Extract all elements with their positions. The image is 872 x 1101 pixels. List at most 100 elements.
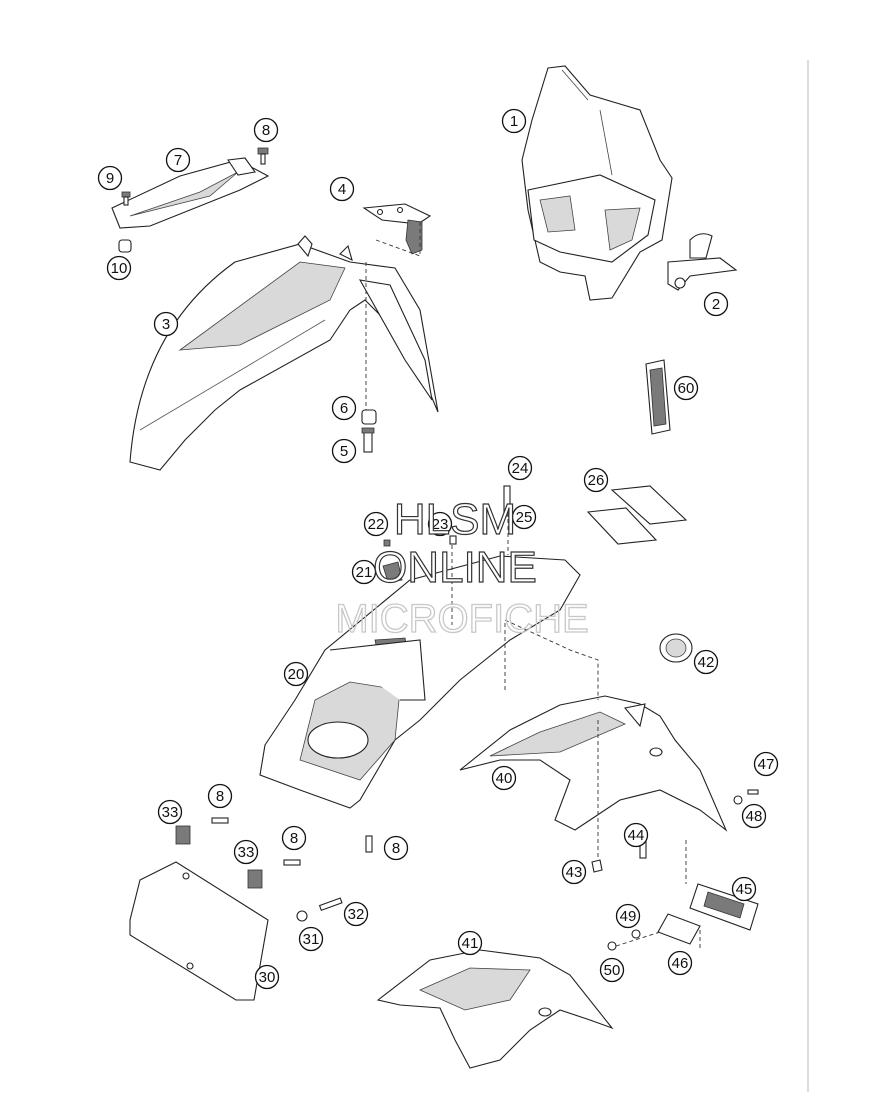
callout-circle <box>331 438 357 464</box>
part-clips-screws <box>175 817 373 922</box>
callout-circle <box>731 876 757 902</box>
callout-31: 31 <box>298 926 324 952</box>
callout-43: 43 <box>561 859 587 885</box>
watermark-line2: ONLINE <box>373 543 537 592</box>
part-screws-top <box>118 147 269 253</box>
watermark: HLSM ONLINE MICROFICHE <box>335 494 590 641</box>
part-lower-fender <box>376 949 614 1069</box>
callout-number: 47 <box>758 756 775 773</box>
callout-number: 45 <box>736 881 753 898</box>
callout-number: 8 <box>392 840 400 857</box>
watermark-line3: MICROFICHE <box>335 597 588 641</box>
callout-circle <box>254 964 280 990</box>
part-filter-strip <box>645 359 671 435</box>
callout-circle <box>583 467 609 493</box>
callout-circle <box>615 903 641 929</box>
callout-number: 25 <box>516 509 533 526</box>
callout-circle <box>331 395 357 421</box>
callout-33: 33 <box>157 799 183 825</box>
callout-number: 8 <box>290 830 298 847</box>
callout-32: 32 <box>343 901 369 927</box>
callout-number: 23 <box>432 516 449 533</box>
callout-circle <box>383 835 409 861</box>
callout-number: 21 <box>356 564 373 581</box>
callout-circle <box>599 957 625 983</box>
callout-circle <box>457 930 483 956</box>
callout-30: 30 <box>254 964 280 990</box>
callout-9: 9 <box>97 165 123 191</box>
callout-48: 48 <box>741 803 767 829</box>
callout-circle <box>693 649 719 675</box>
callout-number: 31 <box>303 931 320 948</box>
callout-circle <box>363 511 389 537</box>
callout-44: 44 <box>623 822 649 848</box>
callout-circle <box>427 511 453 537</box>
callout-4: 4 <box>329 176 355 202</box>
callout-number: 8 <box>262 122 270 139</box>
callout-3: 3 <box>153 311 179 337</box>
callout-60: 60 <box>673 375 699 401</box>
callout-number: 26 <box>588 472 605 489</box>
callout-number: 32 <box>348 906 365 923</box>
callout-number: 7 <box>174 152 182 169</box>
callout-circle <box>165 147 191 173</box>
callout-circle <box>511 504 537 530</box>
part-grommet <box>659 633 693 663</box>
callout-circle <box>157 799 183 825</box>
callout-number: 44 <box>628 827 645 844</box>
callout-22: 22 <box>363 511 389 537</box>
callout-1: 1 <box>501 108 527 134</box>
callout-circle <box>253 117 279 143</box>
callout-20: 20 <box>283 661 309 687</box>
callout-number: 40 <box>496 770 513 787</box>
part-foam-pads <box>586 485 688 545</box>
callout-circle <box>491 765 517 791</box>
callout-number: 1 <box>510 113 518 130</box>
part-front-fender <box>129 235 439 471</box>
callout-number: 42 <box>698 654 715 671</box>
callout-number: 2 <box>712 296 720 313</box>
callout-number: 49 <box>620 908 637 925</box>
callout-50: 50 <box>599 957 625 983</box>
callout-circle <box>741 803 767 829</box>
callout-number: 46 <box>672 955 689 972</box>
callout-33: 33 <box>233 839 259 865</box>
part-plate <box>129 861 269 1001</box>
part-headlight-mask <box>521 65 673 301</box>
callout-circle <box>507 455 533 481</box>
callout-5: 5 <box>331 438 357 464</box>
callout-23: 23 <box>427 511 453 537</box>
callout-circle <box>623 822 649 848</box>
callout-circle <box>283 661 309 687</box>
part-rear-hardware <box>591 789 759 951</box>
part-top-cover <box>111 157 270 229</box>
part-headlight-bracket <box>667 233 738 291</box>
callout-6: 6 <box>331 395 357 421</box>
callout-number: 10 <box>111 260 128 277</box>
part-fender-bracket <box>362 203 432 255</box>
callout-8: 8 <box>281 825 307 851</box>
callout-number: 8 <box>216 788 224 805</box>
callout-number: 3 <box>162 316 170 333</box>
callout-circle <box>329 176 355 202</box>
leader-lines <box>365 220 701 950</box>
callout-2: 2 <box>703 291 729 317</box>
callout-number: 48 <box>746 808 763 825</box>
callout-circle <box>343 901 369 927</box>
callout-25: 25 <box>511 504 537 530</box>
callout-number: 33 <box>162 804 179 821</box>
callout-42: 42 <box>693 649 719 675</box>
callout-7: 7 <box>165 147 191 173</box>
callout-number: 60 <box>678 380 695 397</box>
callout-45: 45 <box>731 876 757 902</box>
callout-circle <box>153 311 179 337</box>
callout-47: 47 <box>753 751 779 777</box>
callout-number: 4 <box>338 181 346 198</box>
callout-number: 6 <box>340 400 348 417</box>
callout-circle <box>281 825 307 851</box>
part-small-screws <box>382 485 511 583</box>
callout-8: 8 <box>253 117 279 143</box>
watermark-line1: HLSM <box>394 495 516 544</box>
callout-circle <box>753 751 779 777</box>
